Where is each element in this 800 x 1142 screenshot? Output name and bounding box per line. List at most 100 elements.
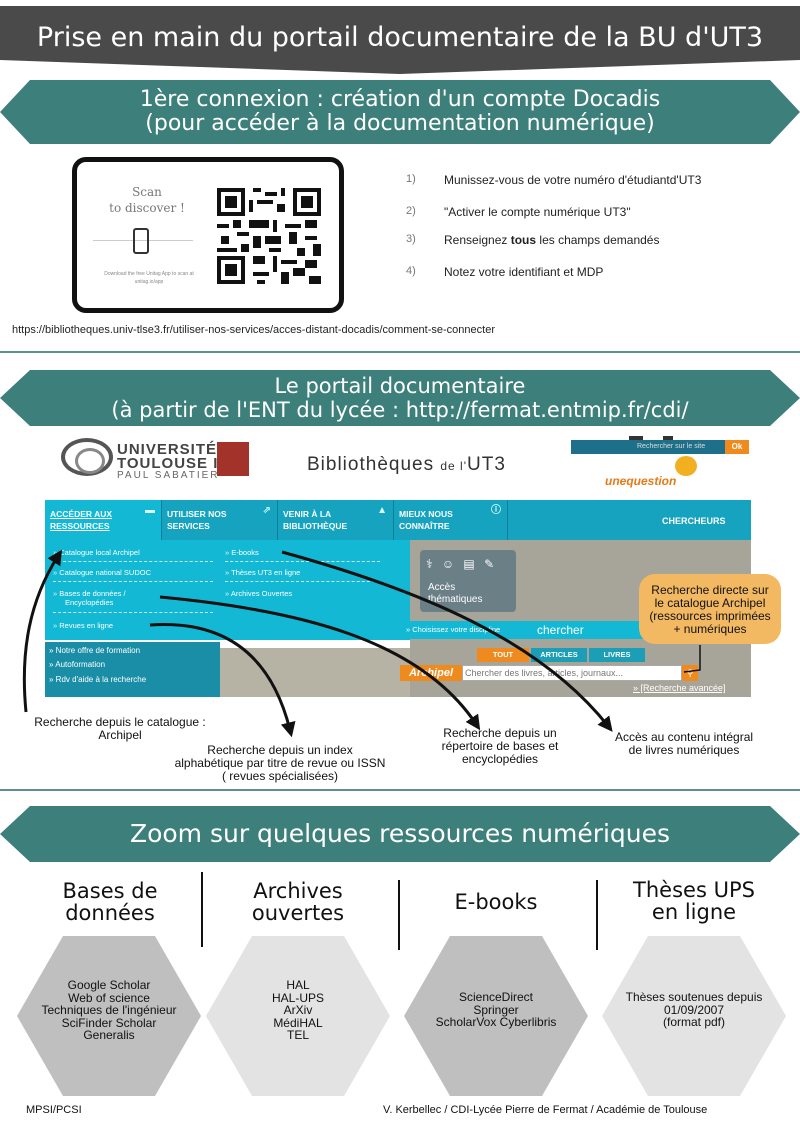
- divider: [93, 240, 193, 241]
- folder-icon: ▬: [145, 505, 155, 516]
- tab-tout[interactable]: TOUT: [477, 648, 529, 662]
- site-title: Bibliothèques de l'UT3: [307, 454, 506, 476]
- step-text-part: Renseignez: [444, 233, 511, 247]
- archipel-label: Archipel: [400, 665, 462, 681]
- nav-item-ressources[interactable]: ACCÉDER AUX RESSOURCES ▬: [45, 500, 162, 540]
- divider: [53, 612, 213, 613]
- list-item: HAL-UPS: [271, 990, 324, 1005]
- column-title-line: Archives: [253, 879, 343, 903]
- banner-line-1: Le portail documentaire: [274, 374, 526, 398]
- une-question-link[interactable]: unequestion: [605, 474, 677, 488]
- portal-screenshot: UNIVERSITÉ TOULOUSE III PAUL SABATIER Bi…: [45, 432, 755, 697]
- annotation-line: Recherche depuis le catalogue :: [34, 715, 206, 729]
- university-name-line-2: TOULOUSE III: [117, 455, 229, 472]
- divider: [225, 561, 380, 562]
- resource-list-bases: Google Scholar Web of science Techniques…: [20, 979, 198, 1042]
- menu-item-archives[interactable]: Archives Ouvertes: [225, 589, 292, 598]
- menu-item-ebooks[interactable]: E-books: [225, 548, 259, 557]
- site-title-small: de l': [440, 459, 468, 473]
- step-text: Notez votre identifiant et MDP: [444, 265, 604, 279]
- site-search-ok-button[interactable]: Ok: [725, 440, 749, 454]
- nav-label-line-1: UTILISER NOS: [167, 509, 227, 519]
- divider: [53, 561, 213, 562]
- question-bubble-icon: [675, 456, 697, 476]
- resource-list-archives: HAL HAL-UPS ArXiv MédiHAL TEL: [218, 979, 378, 1042]
- annotation-line: Recherche depuis un: [443, 726, 557, 740]
- link-formation[interactable]: Notre offre de formation: [49, 646, 140, 655]
- step-text: Munissez-vous de votre numéro d'étudiant…: [444, 173, 702, 187]
- step-number: 3): [406, 233, 416, 245]
- divider: [225, 581, 380, 582]
- footer-credit: V. Kerbellec / CDI-Lycée Pierre de Ferma…: [383, 1104, 708, 1116]
- list-item: 01/09/2007: [663, 1002, 725, 1017]
- section-banner-account: 1ère connexion : création d'un compte Do…: [0, 80, 800, 144]
- resource-list-theses: Thèses soutenues depuis 01/09/2007 (form…: [612, 991, 776, 1029]
- menu-item-bases[interactable]: Bases de données /: [53, 589, 125, 598]
- menu-item-bases-cont[interactable]: Encyclopédies: [65, 598, 114, 607]
- annotation-line: répertoire de bases et: [441, 739, 559, 753]
- qr-card[interactable]: Scan to discover ! Download the free Uni…: [72, 157, 344, 313]
- nav-item-chercheurs[interactable]: CHERCHEURS: [662, 516, 726, 526]
- callout-line: (ressources imprimées: [649, 609, 771, 623]
- background-photo: [220, 648, 410, 697]
- link-rdv[interactable]: Rdv d'aide à la recherche: [49, 675, 146, 684]
- menu-item-sudoc[interactable]: Catalogue national SUDOC: [53, 568, 151, 577]
- docadis-link[interactable]: https://bibliotheques.univ-tlse3.fr/util…: [12, 324, 495, 336]
- nav-label-line-1: VENIR À LA: [283, 509, 332, 519]
- search-heading: chercher: [537, 623, 584, 637]
- emblem-icon: [217, 442, 249, 476]
- list-item: (format pdf): [662, 1015, 725, 1029]
- step-number: 1): [406, 173, 416, 185]
- tab-articles[interactable]: ARTICLES: [531, 648, 587, 662]
- divider: [201, 872, 203, 947]
- callout-line: le catalogue Archipel: [654, 596, 766, 610]
- advanced-search-link[interactable]: » [Recherche avancée]: [633, 683, 726, 693]
- search-icon[interactable]: ⚲: [682, 665, 698, 681]
- list-item: ScholarVox Cyberlibris: [435, 1015, 557, 1029]
- nav-label-line-1: ACCÉDER AUX: [50, 509, 113, 519]
- column-title-line: en ligne: [651, 900, 737, 924]
- column-title-line: ouvertes: [251, 901, 345, 925]
- site-title-end: UT3: [467, 454, 506, 475]
- nav-label-line-2: SERVICES: [167, 521, 210, 531]
- qr-code-icon: [217, 188, 321, 284]
- link-autoformation[interactable]: Autoformation: [49, 660, 105, 669]
- annotation-line: de livres numériques: [628, 743, 740, 757]
- menu-item-archipel[interactable]: Catalogue local Archipel: [53, 548, 139, 557]
- list-item: Springer: [473, 1002, 519, 1017]
- banner-line-2: (pour accéder à la documentation numériq…: [145, 111, 655, 136]
- road-icon: ▲: [377, 505, 387, 516]
- menu-item-revues[interactable]: Revues en ligne: [53, 621, 113, 630]
- university-logo-icon: [61, 438, 113, 476]
- column-title-bases: Bases de données: [30, 880, 190, 924]
- annotation-bases: Recherche depuis un répertoire de bases …: [420, 727, 580, 766]
- list-item: HAL: [286, 978, 310, 992]
- catalogue-search-input[interactable]: Chercher des livres, articles, journaux.…: [462, 665, 682, 681]
- list-item: Techniques de l'ingénieur: [41, 1003, 177, 1017]
- step-text: "Activer le compte numérique UT3": [444, 205, 631, 219]
- banner-line-2: (à partir de l'ENT du lycée : http://fer…: [111, 398, 689, 422]
- site-search-input[interactable]: Rechercher sur le site: [571, 440, 725, 454]
- annotation-revues: Recherche depuis un index alphabétique p…: [150, 744, 410, 783]
- nav-label-line-2: CONNAÎTRE: [399, 521, 450, 531]
- info-icon: ⓘ: [491, 505, 501, 516]
- nav-item-bibliotheque[interactable]: VENIR À LA BIBLIOTHÈQUE ▲: [278, 500, 394, 540]
- header-bar: [0, 6, 800, 74]
- thematic-access-button[interactable]: ⚕ ☺ ▤ ✎ Accès thématiques: [420, 550, 516, 612]
- lower-links: Notre offre de formation Autoformation R…: [45, 642, 220, 697]
- column-title-archives: Archives ouvertes: [218, 880, 378, 924]
- thematic-label-line-1: Accès: [428, 582, 456, 593]
- list-item: MédiHAL: [273, 1015, 323, 1030]
- nav-item-connaitre[interactable]: MIEUX NOUS CONNAÎTRE ⓘ: [394, 500, 508, 540]
- tab-livres[interactable]: LIVRES: [589, 648, 645, 662]
- annotation-line: ( revues spécialisées): [221, 769, 339, 783]
- banner-line-1: Zoom sur quelques ressources numériques: [129, 819, 671, 848]
- step-text-part: les champs demandés: [536, 233, 660, 247]
- divider: [0, 789, 800, 791]
- qr-scan-text: Scan to discover !: [97, 184, 197, 216]
- annotation-line: encyclopédies: [461, 752, 539, 766]
- divider: [53, 581, 213, 582]
- university-name-line-1: UNIVERSITÉ: [117, 441, 218, 458]
- nav-item-services[interactable]: UTILISER NOS SERVICES ⇗: [162, 500, 278, 540]
- menu-item-theses[interactable]: Thèses UT3 en ligne: [225, 568, 300, 577]
